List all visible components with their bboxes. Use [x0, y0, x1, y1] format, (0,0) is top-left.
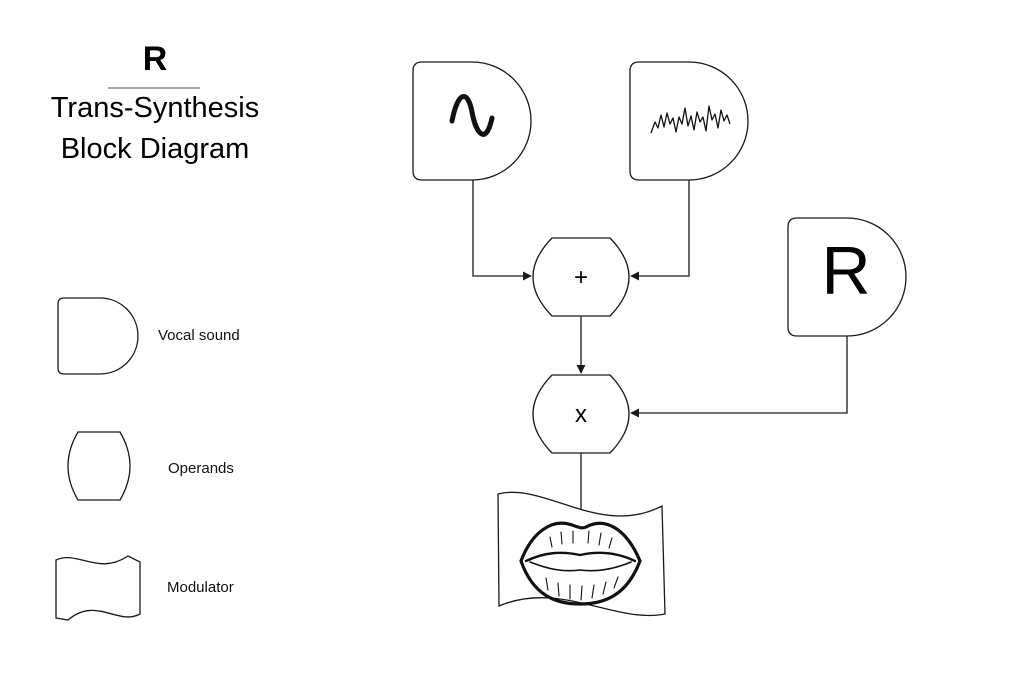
edges	[472, 180, 848, 519]
r-source-shape	[787, 217, 907, 337]
title-line-2: Block Diagram	[61, 133, 250, 165]
add-operand-shape	[532, 237, 630, 317]
legend-vocal-sound-label: Vocal sound	[158, 327, 240, 344]
edge-r-to-multiply	[630, 336, 848, 418]
node-r-source: R	[787, 217, 907, 337]
legend-item-modulator: Modulator	[55, 555, 234, 621]
multiply-operand-label: x	[575, 401, 587, 428]
node-modulator	[497, 491, 666, 617]
legend-operands-label: Operands	[168, 460, 234, 477]
node-multiply-operand: x	[532, 374, 630, 454]
edge-sine-to-add	[472, 180, 532, 281]
legend-vocal-sound-shape	[57, 297, 139, 375]
legend: Vocal sound Operands Modulator	[55, 297, 240, 621]
legend-item-vocal-sound: Vocal sound	[57, 297, 240, 375]
multiply-operand-shape	[532, 374, 630, 454]
r-source-label: R	[821, 233, 870, 309]
title-line-1: Trans-Synthesis	[51, 92, 259, 124]
legend-modulator-label: Modulator	[167, 579, 234, 596]
add-operand-label: +	[574, 264, 588, 291]
legend-item-operands: Operands	[67, 431, 234, 501]
node-sine-source	[412, 61, 532, 181]
lips-icon	[519, 521, 642, 606]
legend-modulator-shape	[55, 555, 141, 621]
node-add-operand: +	[532, 237, 630, 317]
legend-operand-shape	[67, 431, 131, 501]
title-block: R Trans-Synthesis Block Diagram	[51, 40, 259, 165]
sine-wave-icon	[449, 94, 495, 137]
noise-wave-icon	[650, 105, 731, 134]
edge-noise-to-add	[630, 180, 690, 281]
title-logo-letter: R	[143, 40, 168, 78]
node-noise-source	[629, 61, 749, 181]
